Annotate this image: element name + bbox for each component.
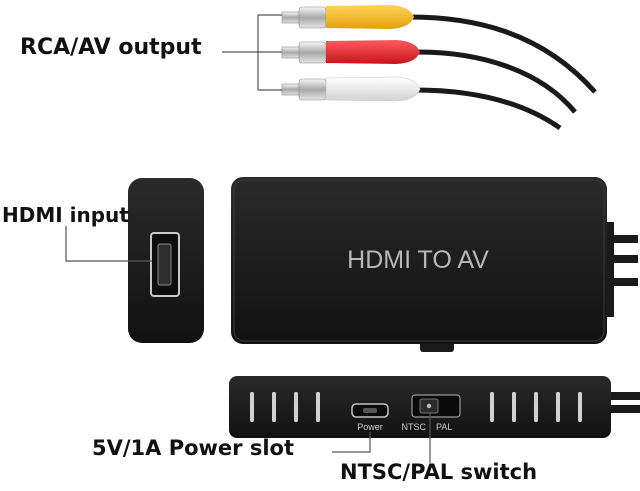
hdmi-input-side bbox=[128, 178, 204, 343]
vent-slot bbox=[578, 392, 582, 422]
power-callout bbox=[332, 432, 371, 453]
power-slot-label: 5V/1A Power slot bbox=[92, 436, 295, 460]
rca-plug-white bbox=[281, 76, 421, 102]
rca-output-label: RCA/AV output bbox=[20, 35, 202, 60]
vent-slot bbox=[490, 392, 494, 422]
power-port-label: Power bbox=[357, 422, 383, 432]
rca-callout bbox=[222, 14, 282, 91]
ntsc-switch-label: NTSC/PAL switch bbox=[340, 460, 538, 484]
vent-slot bbox=[316, 392, 320, 422]
vent-slot bbox=[512, 392, 516, 422]
hdmi-callout bbox=[65, 226, 152, 262]
device-name: HDMI TO AV bbox=[347, 246, 489, 274]
rca-cables bbox=[409, 14, 597, 131]
vent-slot bbox=[556, 392, 560, 422]
switch-label-right: PAL bbox=[436, 422, 452, 432]
rca-plug-red bbox=[281, 40, 420, 64]
vent-slot bbox=[272, 392, 276, 422]
hdmi-input-label: HDMI input bbox=[2, 203, 129, 227]
vent-slot bbox=[250, 392, 254, 422]
vent-slot bbox=[534, 392, 538, 422]
rca-plug-yellow bbox=[281, 5, 414, 29]
switch-label-left: NTSC bbox=[402, 422, 427, 432]
converter-box bbox=[231, 177, 638, 352]
vent-slot bbox=[294, 392, 298, 422]
converter-side bbox=[229, 376, 640, 438]
